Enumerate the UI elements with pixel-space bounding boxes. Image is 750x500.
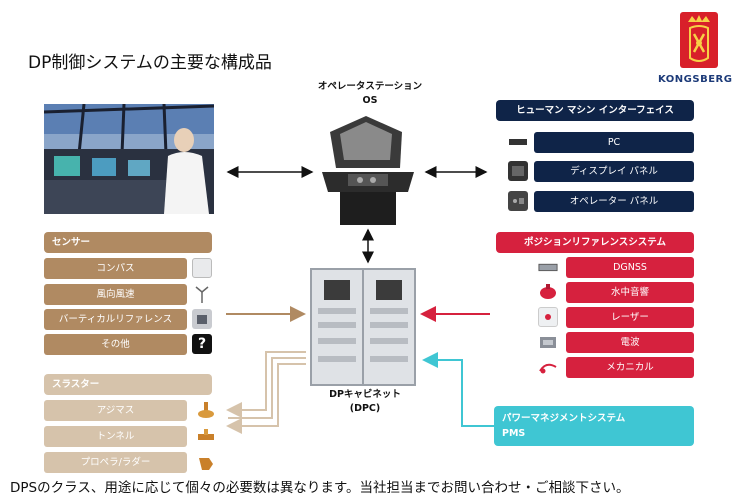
thruster-item-azimuth: アジマス [44,400,187,421]
compass-unit-icon [192,258,212,278]
sensor-item-vertical-reference: バーティカルリファレンス [44,309,187,330]
vertical-reference-unit-icon [192,309,212,329]
propeller-rudder-icon [196,452,216,472]
operator-station-label: オペレータステーション OS [317,81,423,106]
display-panel-icon [508,161,528,181]
prs-item-laser: レーザー [566,307,694,328]
page-title: DP制御システムの主要な構成品 [28,53,272,73]
laser-sensor-icon [538,307,558,327]
sensor-item-other: その他 [44,334,187,355]
taut-wire-icon [538,357,558,377]
hmi-item-pc: PC [534,132,694,153]
prs-item-dgnss: DGNSS [566,257,694,278]
hmi-item-display-panel: ディスプレイ パネル [534,161,694,182]
thrusters-header: スラスター [44,374,212,395]
dpc-thrusters-arrow-2 [228,357,306,419]
kongsberg-logo-text: KONGSBERG [658,74,733,85]
azimuth-thruster-icon [196,400,216,420]
thruster-item-tunnel: トンネル [44,426,187,447]
power-management-system-box: パワーマネジメントシステム PMS [494,406,694,446]
hydroacoustic-transducer-icon [538,282,558,302]
ship-bridge-photo [44,104,214,214]
prs-item-mechanical: メカニカル [566,357,694,378]
dp-cabinet-label: DPキャビネット (DPC) [329,389,401,414]
thruster-item-propeller-rudder: プロペラ/ラダー [44,452,187,473]
operator-panel-icon [508,191,528,211]
operator-station-image [318,110,418,225]
prs-item-hydroacoustic: 水中音響 [566,282,694,303]
dpc-thrusters-arrow-1 [226,351,306,418]
pms-dpc-arrow [422,352,494,427]
radio-sensor-icon [538,332,558,352]
tunnel-thruster-icon [196,426,216,446]
dgnss-receiver-icon [538,257,558,277]
kongsberg-logo-emblem [680,12,718,68]
sensors-header: センサー [44,232,212,253]
hmi-item-operator-panel: オペレーター パネル [534,191,694,212]
sensor-item-wind: 風向風速 [44,284,187,305]
dp-cabinet-image [310,268,416,386]
prs-item-radio: 電波 [566,332,694,353]
sensor-item-compass: コンパス [44,258,187,279]
footer-note: DPSのクラス、用途に応じて個々の必要数は異なります。当社担当までお問い合わせ・… [10,480,630,496]
hmi-header: ヒューマン マシン インターフェイス [496,100,694,121]
question-mark-icon: ? [192,334,212,354]
keyboard-icon [508,132,528,152]
anemometer-icon [192,284,212,304]
crown-emblem-icon [688,15,710,62]
position-reference-header: ポジションリファレンスシステム [496,232,694,253]
dpc-thrusters-arrow-3 [226,363,306,434]
